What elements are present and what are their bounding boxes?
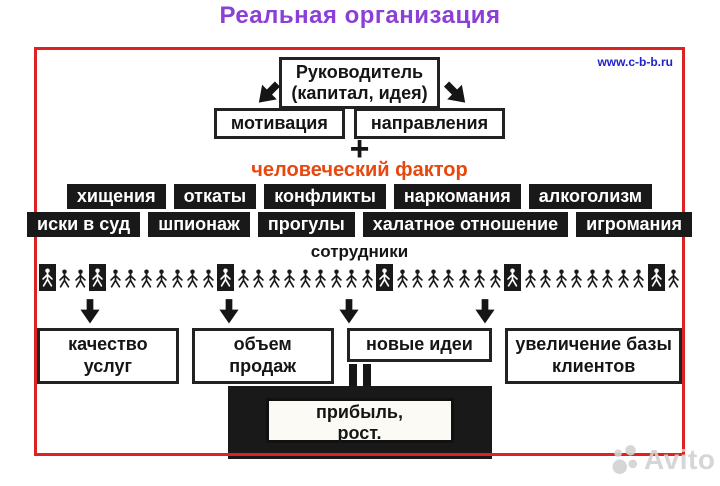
problem-item: наркомания — [393, 184, 521, 209]
employee-figure-inverted-icon — [376, 264, 394, 291]
profit-inner-box: прибыль, рост. — [265, 398, 454, 443]
human-factor-row: человеческий фактор — [37, 159, 682, 182]
arrow-down-right-icon — [438, 75, 474, 111]
employee-figure-icon — [155, 266, 168, 291]
problem-item: алкоголизм — [528, 184, 653, 209]
down-arrow-icon — [338, 299, 360, 324]
website-link: www.c-b-b.ru — [597, 55, 673, 69]
outcome-box: качество услуг — [37, 328, 179, 384]
diagram-frame: www.c-b-b.ru Руководитель (капитал, идея… — [27, 47, 692, 459]
employee-figure-icon — [74, 266, 87, 291]
page-title: Реальная организация — [219, 2, 501, 29]
employee-figure-inverted-icon — [504, 264, 522, 291]
problem-item: шпионаж — [148, 212, 250, 237]
directions-box: направления — [353, 108, 506, 139]
employee-figure-icon — [586, 266, 599, 291]
employee-figure-inverted-icon — [89, 264, 107, 291]
employee-figure-icon — [396, 266, 409, 291]
human-factor-label: человеческий фактор — [251, 159, 468, 181]
outcome-box: увеличение базы клиентов — [505, 328, 682, 384]
down-arrow-icon — [474, 299, 496, 324]
employee-figure-icon — [299, 266, 312, 291]
employee-figure-icon — [473, 266, 486, 291]
problem-item: откаты — [173, 184, 257, 209]
down-arrow-icon — [79, 299, 101, 324]
employee-figure-icon — [632, 266, 645, 291]
employees-label-row: сотрудники — [37, 242, 682, 262]
equals-icon — [348, 364, 371, 387]
leader-line2: (капитал, идея) — [291, 83, 428, 104]
employee-figure-icon — [252, 266, 265, 291]
employee-figure-inverted-icon — [217, 264, 235, 291]
plus-icon: + — [349, 130, 370, 168]
employees-row — [37, 264, 682, 291]
arrows-row — [37, 299, 682, 325]
profit-line2: рост. — [337, 422, 382, 443]
down-arrow-icon — [218, 299, 240, 324]
employee-figure-icon — [109, 266, 122, 291]
employee-figure-icon — [539, 266, 552, 291]
employee-figure-icon — [330, 266, 343, 291]
leader-row: Руководитель (капитал, идея) — [37, 57, 682, 110]
problem-item: хищения — [66, 184, 166, 209]
employee-figure-icon — [458, 266, 471, 291]
motivation-directions-row: мотивация направления — [37, 108, 682, 139]
employee-figure-inverted-icon — [38, 264, 56, 291]
problem-item: халатное отношение — [362, 212, 569, 237]
employee-figure-icon — [442, 266, 455, 291]
employee-figure-icon — [411, 266, 424, 291]
avito-watermark: Avito — [610, 443, 715, 477]
employee-figure-icon — [140, 266, 153, 291]
employee-figure-icon — [237, 266, 250, 291]
problem-item: иски в суд — [27, 212, 141, 237]
avito-logo-icon — [610, 443, 642, 477]
employee-figure-inverted-icon — [647, 264, 665, 291]
employee-figure-icon — [427, 266, 440, 291]
employee-figure-icon — [345, 266, 358, 291]
motivation-box: мотивация — [213, 108, 345, 139]
employee-figure-icon — [283, 266, 296, 291]
problem-item: игромания — [576, 212, 692, 237]
employee-figure-icon — [202, 266, 215, 291]
leader-box: Руководитель (капитал, идея) — [279, 57, 440, 110]
employee-figure-icon — [268, 266, 281, 291]
frame-bottom-border — [34, 453, 685, 456]
employee-figure-icon — [601, 266, 614, 291]
employee-figure-icon — [124, 266, 137, 291]
employee-figure-icon — [361, 266, 374, 291]
arrow-down-left-icon — [250, 75, 286, 111]
employee-figure-icon — [489, 266, 502, 291]
employee-figure-icon — [171, 266, 184, 291]
problems-row-1: хищения откаты конфликты наркомания алкоголи… — [37, 184, 682, 209]
employee-figure-icon — [58, 266, 71, 291]
employee-figure-icon — [617, 266, 630, 291]
outcome-box: новые идеи — [346, 328, 493, 362]
profit-line1: прибыль, — [316, 402, 403, 422]
avito-text: Avito — [644, 444, 716, 475]
leader-line1: Руководитель — [295, 62, 424, 82]
employee-figure-icon — [314, 266, 327, 291]
problem-item: прогулы — [257, 212, 355, 237]
plus-row: + — [37, 130, 682, 168]
employee-figure-icon — [186, 266, 199, 291]
employee-figure-icon — [570, 266, 583, 291]
employee-figure-icon — [524, 266, 537, 291]
employee-figure-icon — [555, 266, 568, 291]
problem-item: конфликты — [264, 184, 386, 209]
profit-box: прибыль, рост. — [227, 386, 492, 459]
outcome-box: объем продаж — [191, 328, 334, 384]
equals-row — [37, 364, 682, 387]
employee-figure-icon — [667, 266, 680, 291]
employees-label: сотрудники — [310, 242, 409, 261]
problems-row-2: иски в суд шпионаж прогулы халатное отношен… — [27, 212, 692, 237]
